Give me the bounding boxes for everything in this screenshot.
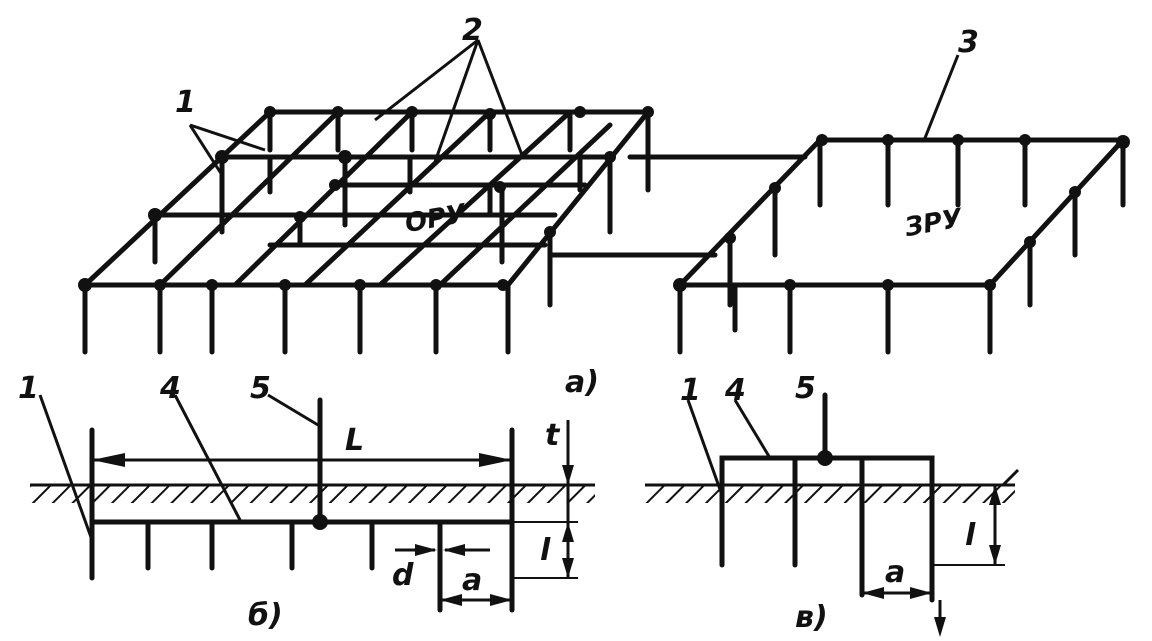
oru-perimeter (78, 109, 654, 288)
zru-rods (677, 137, 1126, 355)
label-5-b: 5 (250, 371, 271, 406)
oru-long-line (437, 122, 613, 288)
label-a-b: a (462, 563, 482, 598)
label-4-v: 4 (724, 373, 746, 408)
ground-hatch-v (645, 485, 1015, 503)
label-L: L (345, 423, 364, 458)
label-4-b: 4 (159, 371, 181, 406)
label-1-v: 1 (680, 373, 701, 408)
label-t-b: t (545, 418, 561, 453)
label-sub-b: б) (248, 598, 283, 633)
frame-v (719, 455, 935, 568)
leaders-a (188, 38, 960, 176)
oru-grid (78, 106, 654, 355)
oru-rods (82, 109, 651, 355)
label-3: 3 (958, 25, 979, 60)
label-5-v: 5 (795, 371, 816, 406)
oru-long-line (232, 109, 415, 288)
oru-long-line (377, 109, 573, 288)
label-l-v: l (965, 518, 976, 553)
label-sub-a: а) (565, 365, 599, 400)
section-b: L t l a d (30, 393, 595, 613)
label-l-b: l (540, 533, 551, 568)
oru-long-line (302, 109, 493, 288)
zru-nodes (673, 134, 1130, 292)
zru-contour (673, 134, 1130, 355)
label-oru: ОРУ (403, 199, 470, 240)
label-d: d (392, 558, 414, 593)
label-sub-v: в) (795, 600, 828, 635)
label-a-v: a (885, 555, 905, 590)
label-1-a: 1 (175, 85, 196, 120)
label-zru: ЗРУ (902, 203, 967, 243)
oru-long-line (157, 109, 341, 288)
oru-nodes (78, 106, 654, 292)
ground-hatch-b (30, 485, 595, 503)
label-2: 2 (462, 13, 483, 48)
section-v: l a t (645, 392, 1020, 641)
label-1-b: 1 (18, 371, 39, 406)
